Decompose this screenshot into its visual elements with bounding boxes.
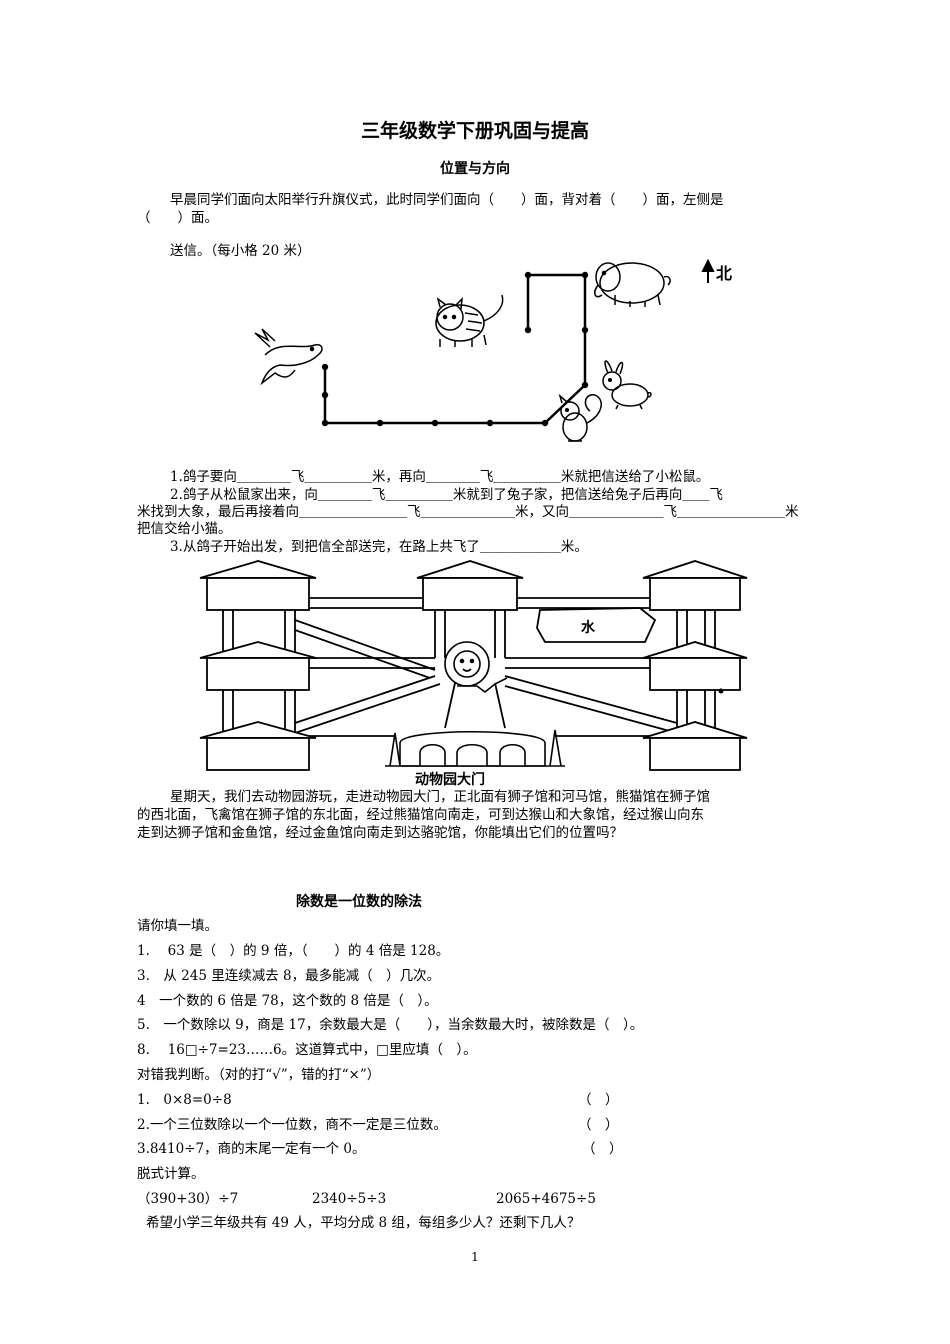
calc-item: （390+30）÷7 [137, 1191, 239, 1207]
question-3: 3.从鸽子开始出发，到把信全部送完，在路上共飞了＿＿＿＿＿＿米。 [170, 539, 588, 555]
judge-heading: 对错我判断。（对的打“√”，错的打“×”） [137, 1067, 381, 1083]
elephant-icon [594, 262, 671, 307]
question-2-line-2: 米找到大象，最后再接着向＿＿＿＿＿＿＿＿飞＿＿＿＿＿＿＿米，又向＿＿＿＿＿＿＿飞… [137, 504, 799, 520]
judge-item-mark: （ ） [578, 1117, 619, 1133]
page-title: 三年级数学下册巩固与提高 [360, 120, 589, 142]
fill-item: 4 一个数的 6 倍是 78，这个数的 8 倍是（ ）。 [137, 993, 438, 1009]
calc-item: 2065+4675÷5 [496, 1191, 596, 1207]
word-problem: 希望小学三年级共有 49 人，平均分成 8 组，每组多少人？还剩下几人？ [146, 1215, 581, 1231]
intro-line-2: （ ）面。 [137, 210, 218, 226]
section-heading-division: 除数是一位数的除法 [296, 894, 422, 910]
zoo-map: 水 动物园大门 [199, 560, 748, 788]
zoo-gate-label: 动物园大门 [415, 771, 485, 788]
question-1: 1.鸽子要向＿＿＿＿飞＿＿＿＿＿米，再向＿＿＿＿飞＿＿＿＿＿米就把信送给了小松鼠… [170, 469, 710, 485]
judge-item-text: 1. 0×8=0÷8 [137, 1092, 232, 1108]
water-area [536, 607, 657, 643]
fill-item: 5. 一个数除以 9，商是 17，余数最大是（ ），当余数最大时，被除数是（ ）… [137, 1017, 644, 1033]
water-label: 水 [581, 619, 596, 636]
zoo-text-line-1: 星期天，我们去动物园游玩，走进动物园大门，正北面有狮子馆和河马馆，熊猫馆在狮子馆 [170, 789, 710, 805]
zoo-text-line-3: 走到达狮子馆和金鱼馆，经过金鱼馆向南走到达骆驼馆，你能填出它们的位置吗？ [137, 825, 623, 841]
question-2-line-1: 2.鸽子从松鼠家出来，向＿＿＿＿飞＿＿＿＿＿米就到了兔子家，把信送给兔子后再向＿… [170, 487, 723, 503]
judge-item-mark: （ ） [582, 1141, 623, 1157]
judge-item-text: 3.8410÷7，商的末尾一定有一个 0。 [137, 1141, 366, 1157]
zoo-gate-icon [385, 729, 565, 767]
route-diagram: 北 [254, 258, 732, 442]
judge-item-text: 2.一个三位数除以一个一位数，商不一定是三位数。 [137, 1117, 447, 1133]
zoo-text-line-2: 的西北面，飞禽馆在狮子馆的东北面，经过熊猫馆向南走，可到达猴山和大象馆，经过猴山… [137, 807, 704, 823]
page-number: 1 [471, 1250, 479, 1264]
lion-icon [444, 641, 508, 694]
calc-item: 2340÷5÷3 [312, 1191, 387, 1207]
question-2-line-3: 把信交给小猫。 [137, 521, 232, 537]
fill-item: 3. 从 245 里连续减去 8，最多能减（ ）几次。 [137, 968, 441, 984]
fill-item: 1. 63 是（ ）的 9 倍，（ ）的 4 倍是 128。 [137, 943, 450, 959]
judge-item-mark: （ ） [578, 1092, 619, 1108]
calc-heading: 脱式计算。 [137, 1166, 205, 1182]
intro-line-1: 早晨同学们面向太阳举行升旗仪式，此时同学们面向（ ）面，背对着（ ）面，左侧是 [170, 192, 724, 208]
north-label: 北 [716, 264, 732, 283]
cat-icon [435, 294, 504, 347]
pigeon-icon [254, 328, 323, 386]
squirrel-icon [558, 393, 603, 442]
send-letter-label: 送信。（每小格 20 米） [170, 243, 311, 259]
section-heading-position: 位置与方向 [440, 161, 510, 177]
fill-heading: 请你填一填。 [137, 918, 218, 934]
fill-item: 8. 16□÷7=23……6。这道算式中，□里应填（ ）。 [137, 1042, 477, 1058]
north-arrow-icon [701, 258, 715, 283]
rabbit-icon [602, 360, 652, 410]
